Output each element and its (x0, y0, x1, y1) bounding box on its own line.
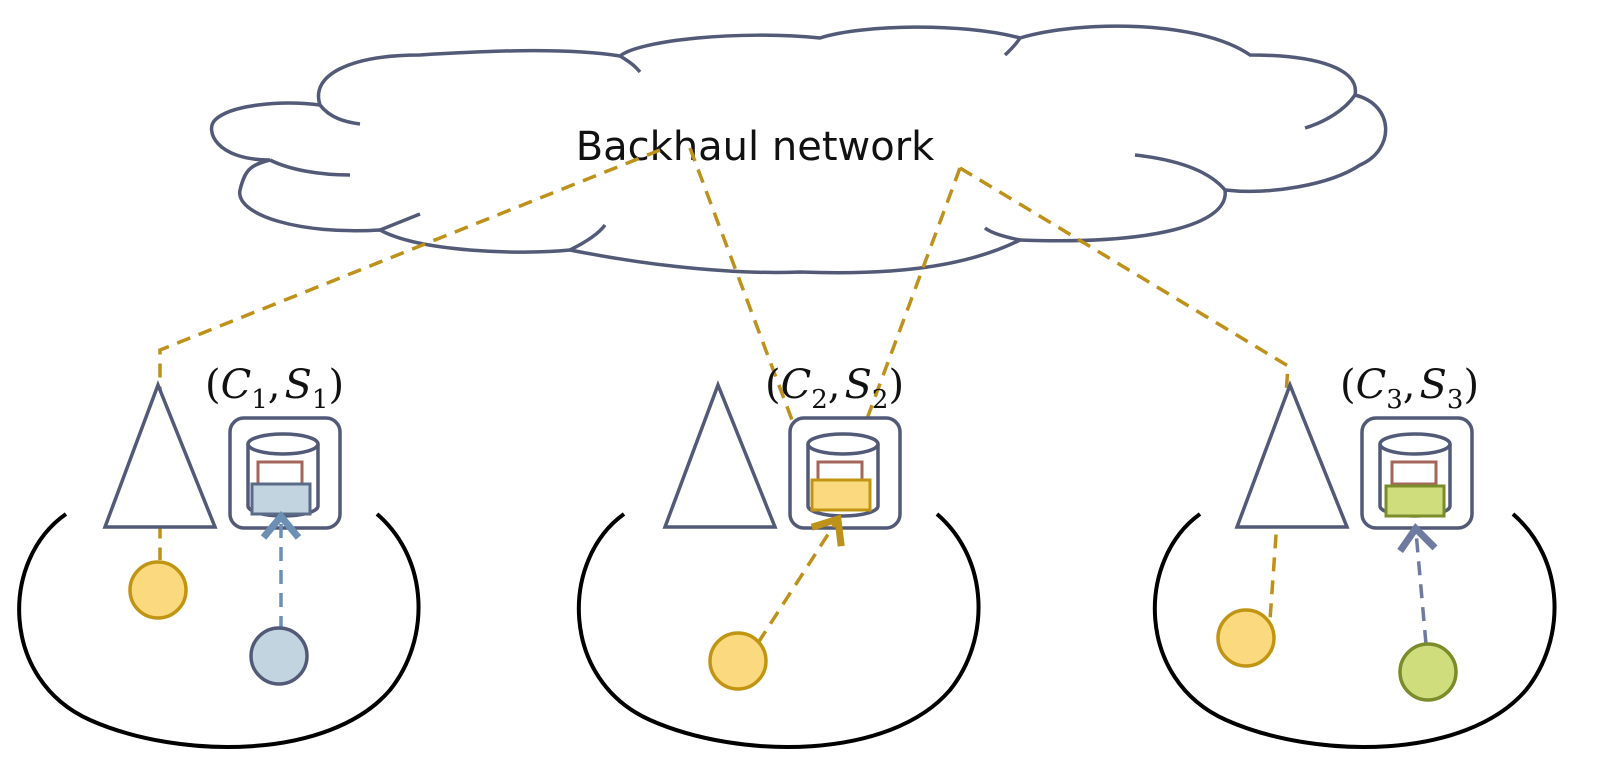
cache-1-file (250, 482, 312, 516)
cell-3-user-yellow (1216, 608, 1276, 668)
cache-3-file (1384, 484, 1446, 518)
cell-3-boundary (1152, 512, 1557, 750)
cell-1-label: (C1,S1) (205, 362, 344, 415)
base-station-1-icon (102, 380, 218, 529)
base-station-3-icon (1234, 380, 1350, 529)
cell-3-user-green (1398, 642, 1458, 702)
cache-server-1-icon (228, 416, 342, 530)
cell-2-local-link (756, 514, 845, 644)
cell-2-label: (C2,S2) (765, 362, 904, 415)
cell-2-user-yellow (708, 631, 768, 691)
cell-3: (C3,S3) (1152, 362, 1557, 750)
cell-2: (C2,S2) (576, 362, 981, 750)
cell-2-boundary (576, 512, 981, 750)
cache-2-file (810, 478, 872, 512)
cloud-label: Backhaul network (576, 124, 935, 170)
cell-1: (C1,S1) (17, 362, 421, 750)
cell-1-boundary (17, 512, 421, 750)
cell-3-local-link (1397, 523, 1438, 645)
backhaul-link-cell-3 (959, 166, 1290, 621)
cache-server-2-icon (788, 416, 902, 530)
base-station-2-icon (662, 380, 778, 529)
backhaul-link-cell-2-cache (846, 167, 962, 471)
cell-1-user-blue (249, 626, 309, 686)
backhaul-cloud: Backhaul network (209, 24, 1388, 275)
cell-3-label: (C3,S3) (1340, 362, 1479, 415)
backhaul-link-cell-2-base (688, 147, 794, 421)
cache-server-3-icon (1360, 416, 1474, 530)
cell-1-user-yellow (128, 560, 188, 620)
